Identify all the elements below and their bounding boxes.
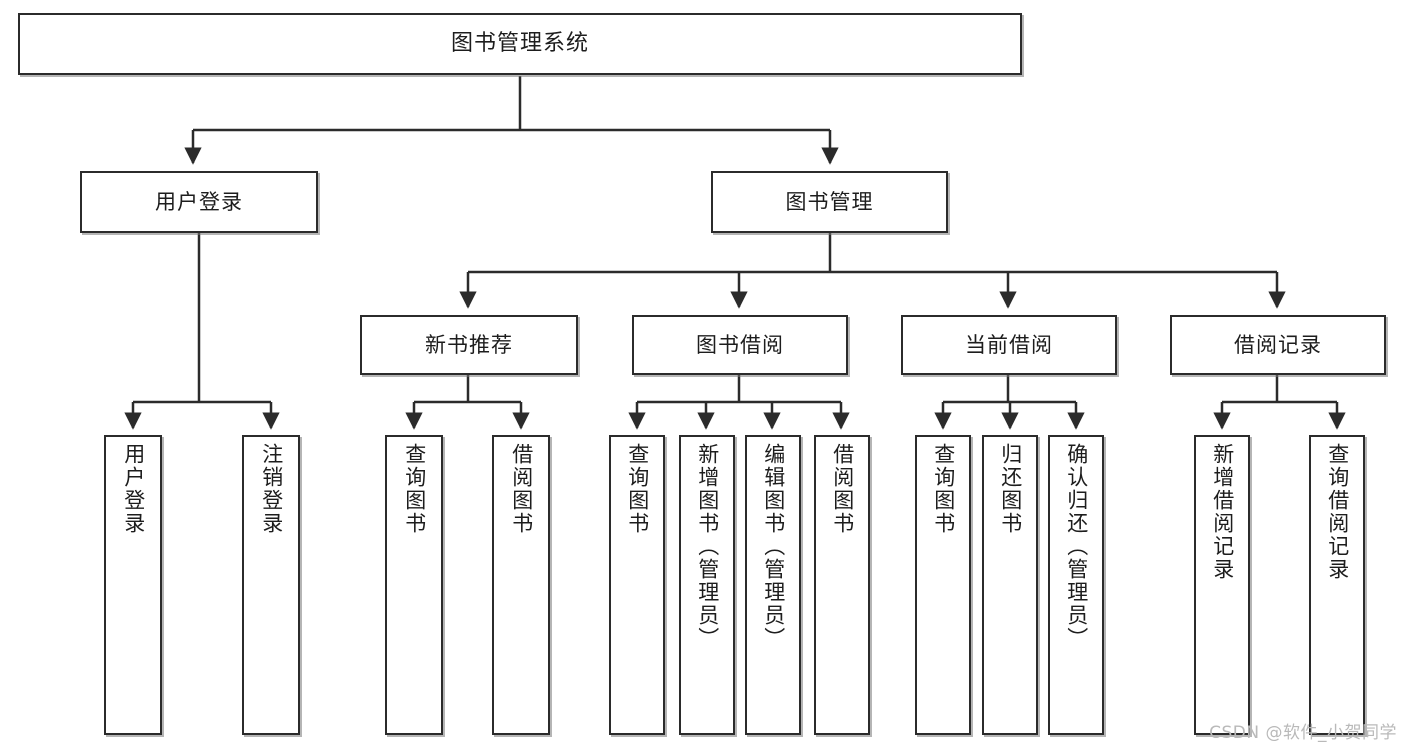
leaf-book-borrow-query[interactable]: 查询图书 <box>609 435 665 735</box>
node-label: 新增图书（管理员） <box>695 443 720 650</box>
leaf-current-borrow-query[interactable]: 查询图书 <box>915 435 971 735</box>
node-label: 查询图书 <box>402 443 427 535</box>
node-label: 图书借阅 <box>696 332 784 357</box>
node-current-borrow[interactable]: 当前借阅 <box>901 315 1117 375</box>
leaf-borrow-record-add[interactable]: 新增借阅记录 <box>1194 435 1250 735</box>
leaf-borrow-record-query[interactable]: 查询借阅记录 <box>1309 435 1365 735</box>
watermark: CSDN @软件_小贺同学 <box>1209 723 1397 743</box>
node-label: 用户登录 <box>121 443 146 535</box>
node-label: 查询图书 <box>931 443 956 535</box>
node-label: 新增借阅记录 <box>1210 443 1235 581</box>
node-label: 查询借阅记录 <box>1325 443 1350 581</box>
node-book-manage[interactable]: 图书管理 <box>711 171 948 233</box>
node-borrow-record[interactable]: 借阅记录 <box>1170 315 1386 375</box>
leaf-new-book-borrow[interactable]: 借阅图书 <box>492 435 550 735</box>
node-label: 编辑图书（管理员） <box>761 443 786 650</box>
node-label: 图书管理系统 <box>450 31 589 57</box>
node-label: 借阅图书 <box>830 443 855 535</box>
leaf-new-book-query[interactable]: 查询图书 <box>385 435 443 735</box>
node-label: 用户登录 <box>155 189 243 214</box>
leaf-current-borrow-confirm[interactable]: 确认归还（管理员） <box>1048 435 1104 735</box>
node-root-system[interactable]: 图书管理系统 <box>18 13 1022 75</box>
node-label: 借阅图书 <box>509 443 534 535</box>
leaf-book-borrow-add[interactable]: 新增图书（管理员） <box>679 435 735 735</box>
node-label: 新书推荐 <box>425 332 513 357</box>
node-label: 注销登录 <box>259 443 284 535</box>
leaf-current-borrow-return[interactable]: 归还图书 <box>982 435 1038 735</box>
node-label: 查询图书 <box>625 443 650 535</box>
leaf-user-login-logout[interactable]: 注销登录 <box>242 435 300 735</box>
node-new-book-recommend[interactable]: 新书推荐 <box>360 315 578 375</box>
node-user-login[interactable]: 用户登录 <box>80 171 318 233</box>
node-label: 图书管理 <box>785 189 874 214</box>
leaf-user-login-login[interactable]: 用户登录 <box>104 435 162 735</box>
node-label: 借阅记录 <box>1234 332 1322 357</box>
leaf-book-borrow-borrow[interactable]: 借阅图书 <box>814 435 870 735</box>
leaf-book-borrow-edit[interactable]: 编辑图书（管理员） <box>745 435 801 735</box>
node-label: 归还图书 <box>998 443 1023 535</box>
node-label: 当前借阅 <box>965 332 1053 357</box>
node-label: 确认归还（管理员） <box>1064 443 1089 650</box>
node-book-borrow[interactable]: 图书借阅 <box>632 315 848 375</box>
